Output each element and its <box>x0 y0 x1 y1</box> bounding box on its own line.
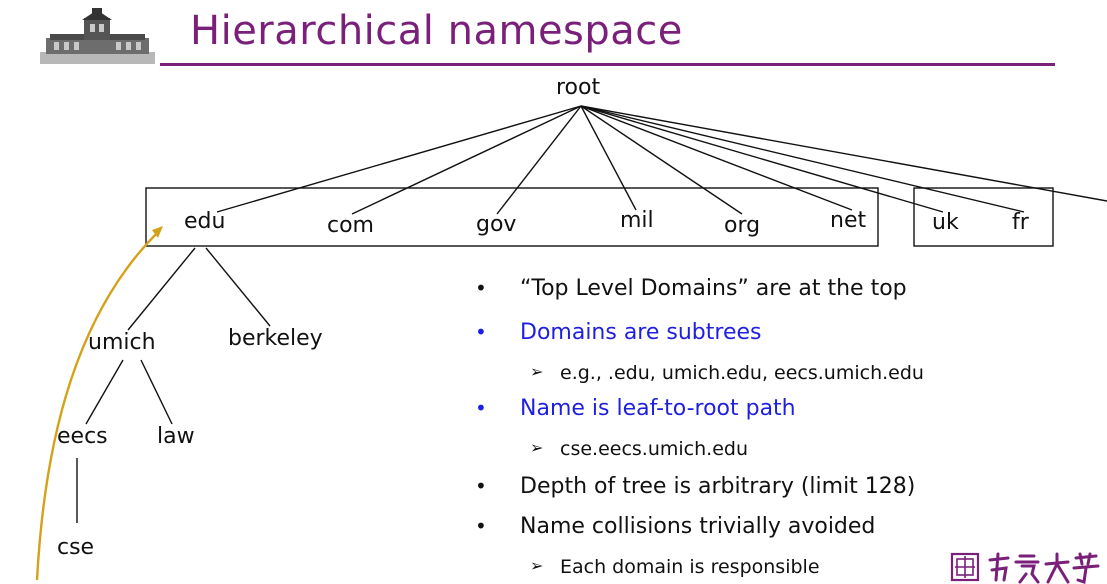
node-cse: cse <box>57 535 95 560</box>
edge-edu-umich <box>127 247 196 331</box>
bullet-text: “Top Level Domains” are at the top <box>520 276 907 301</box>
bullet-text: Domains are subtrees <box>520 320 762 345</box>
edge-root-mil <box>580 105 637 211</box>
sub-bullet-text: e.g., .edu, umich.edu, eecs.umich.edu <box>560 362 924 384</box>
edge-root-net <box>580 105 853 211</box>
edge-umich-eecs <box>85 359 124 425</box>
edge-root-com <box>351 105 582 215</box>
bullet-dot: • <box>475 396 487 420</box>
sub-bullet-arrow-icon: ➢ <box>530 438 544 457</box>
node-mil: mil <box>620 208 654 233</box>
node-edu: edu <box>184 209 226 234</box>
node-berkeley: berkeley <box>228 326 323 351</box>
bullet-dot: • <box>475 474 487 498</box>
sub-bullet-arrow-icon: ➢ <box>530 362 544 381</box>
bullet-text: Name is leaf-to-root path <box>520 396 796 421</box>
sub-bullet-text: cse.eecs.umich.edu <box>560 438 748 460</box>
node-org: org <box>724 213 761 238</box>
edge-edu-berkeley <box>205 247 271 327</box>
edge-root-uk <box>580 105 944 213</box>
edge-root-offscreen <box>580 105 1107 202</box>
title-underline <box>160 63 1055 66</box>
edge-root-org <box>580 105 743 215</box>
leaf-to-root-arrow <box>35 231 159 581</box>
sub-bullet-arrow-icon: ➢ <box>530 556 544 575</box>
tld-group-box <box>145 187 879 247</box>
node-uk: uk <box>932 210 959 235</box>
edge-root-edu <box>216 105 582 213</box>
bullet-dot: • <box>475 514 487 538</box>
nanjing-university-seal <box>950 552 1100 584</box>
arrow-head <box>152 226 163 238</box>
node-root: root <box>556 75 601 100</box>
bullet-text: Name collisions trivially avoided <box>520 514 876 539</box>
slide-title: Hierarchical namespace <box>190 8 683 54</box>
edge-root-gov <box>496 105 582 215</box>
edge-root-fr <box>580 105 1025 213</box>
node-law: law <box>157 424 195 449</box>
bullet-dot: • <box>475 276 487 300</box>
sub-bullet-text: Each domain is responsible <box>560 556 820 578</box>
node-net: net <box>830 208 867 233</box>
node-com: com <box>327 213 374 238</box>
node-gov: gov <box>476 212 517 237</box>
edge-umich-law <box>140 359 173 425</box>
node-eecs: eecs <box>57 424 108 449</box>
node-fr: fr <box>1012 210 1029 235</box>
bullet-text: Depth of tree is arbitrary (limit 128) <box>520 474 916 499</box>
campus-building-logo <box>40 8 155 64</box>
bullet-dot: • <box>475 320 487 344</box>
node-umich: umich <box>88 330 156 355</box>
country-group-box <box>913 187 1054 247</box>
